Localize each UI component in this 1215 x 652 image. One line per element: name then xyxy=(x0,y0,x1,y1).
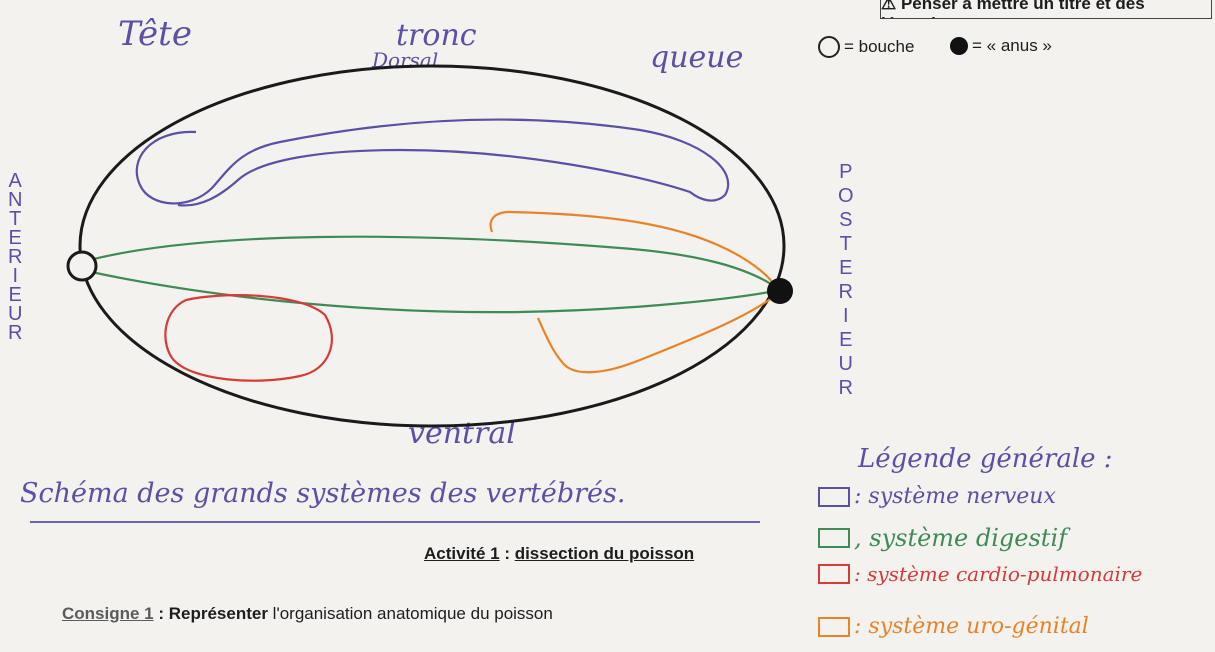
anterior-letter: R xyxy=(8,246,23,268)
anus-label: = « anus » xyxy=(972,36,1052,55)
mouth-symbol-legend: = bouche xyxy=(818,36,914,58)
mouth-marker xyxy=(66,250,98,282)
posterior-letter: E xyxy=(839,257,853,279)
legend-swatch-cardio xyxy=(818,564,850,584)
activity-separator: : xyxy=(499,544,515,563)
instruction-note: ⚠ Penser à mettre un titre et des légend… xyxy=(881,0,1145,18)
legend-item-cardio: : système cardio-pulmonaire xyxy=(818,562,1142,586)
uro-genital-system-path xyxy=(489,210,782,374)
activity-subject: dissection du poisson xyxy=(514,544,695,563)
anterior-letter: E xyxy=(8,284,22,306)
schema-title: Schéma des grands systèmes des vertébrés… xyxy=(20,478,626,509)
instruction-line: Consigne 1 : Représenter l'organisation … xyxy=(62,604,553,624)
anterior-letter: I xyxy=(12,265,18,287)
instruction-label: Consigne 1 xyxy=(62,604,154,623)
legend-text-cardio: : système cardio-pulmonaire xyxy=(854,562,1143,586)
posterior-letter: I xyxy=(843,305,849,327)
legend-item-digestive: , système digestif xyxy=(818,524,1067,552)
instruction-text: l'organisation anatomique du poisson xyxy=(267,604,553,623)
posterior-letter: U xyxy=(838,353,853,375)
legend-item-uro: : système uro-génital xyxy=(818,614,1089,639)
legend-text-digestive: , système digestif xyxy=(854,524,1068,552)
legend-text-uro: : système uro-génital xyxy=(854,614,1089,639)
posterior-letter: R xyxy=(838,281,853,303)
posterior-letter: T xyxy=(839,233,852,255)
nervous-system-path xyxy=(135,118,730,207)
posterior-letter: E xyxy=(839,329,853,351)
instruction-verb: Représenter xyxy=(168,604,268,623)
trunk-annotation: tronc xyxy=(396,18,477,53)
anterior-letter: N xyxy=(8,189,23,211)
mouth-label: = bouche xyxy=(844,37,915,56)
instruction-note-box: ⚠ Penser à mettre un titre et des légend… xyxy=(880,0,1212,19)
filled-circle-icon xyxy=(950,37,968,55)
tail-annotation: queue xyxy=(650,40,744,75)
legend-swatch-digestive xyxy=(818,528,850,548)
open-circle-icon xyxy=(818,36,840,58)
head-annotation: Tête xyxy=(118,14,192,54)
activity-heading: Activité 1 : dissection du poisson xyxy=(424,544,694,564)
legend-swatch-nervous xyxy=(818,486,850,507)
anus-symbol-legend: = « anus » xyxy=(950,36,1052,56)
legend-text-nervous: : système nerveux xyxy=(854,484,1056,509)
anterior-letter: E xyxy=(8,227,22,249)
instruction-separator: : xyxy=(153,604,169,623)
activity-label: Activité 1 xyxy=(424,544,500,563)
anterior-letter: R xyxy=(8,322,23,344)
cardio-system-path xyxy=(164,294,333,382)
anterior-letter: T xyxy=(9,208,22,230)
anus-marker xyxy=(767,278,793,304)
posterior-letter: S xyxy=(839,209,853,231)
posterior-letter: O xyxy=(838,185,854,207)
posterior-letter: P xyxy=(839,161,853,183)
anterior-vertical-label: A N T E R I E U R xyxy=(8,170,23,344)
legend-swatch-uro xyxy=(818,616,850,637)
anterior-letter: U xyxy=(8,303,23,325)
legend-item-nervous: : système nerveux xyxy=(818,484,1056,509)
anterior-letter: A xyxy=(8,170,22,192)
fish-body-outline xyxy=(78,64,786,428)
posterior-vertical-label: P O S T E R I E U R xyxy=(838,160,854,400)
posterior-letter: R xyxy=(838,377,853,399)
legend-title: Légende générale : xyxy=(858,444,1113,474)
